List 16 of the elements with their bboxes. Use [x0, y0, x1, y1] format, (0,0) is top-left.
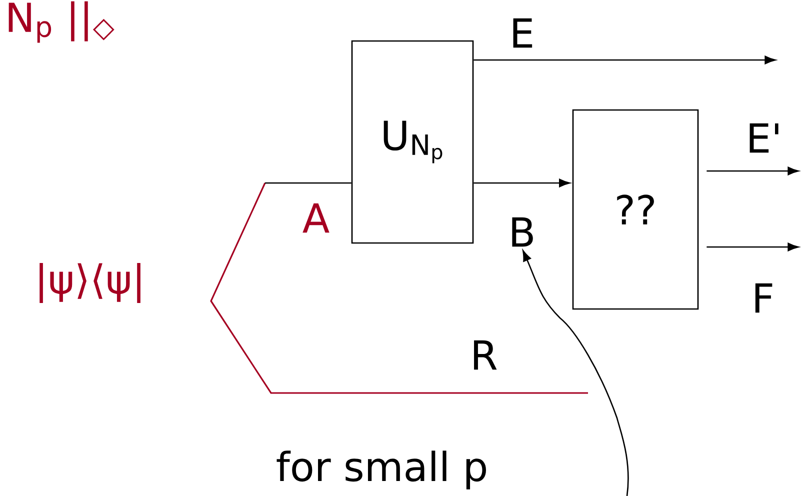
arrow — [706, 242, 799, 252]
formula-label: N$_{p}$ ||$_{◇}$ — [8, 1, 114, 43]
wire-label: R — [474, 340, 497, 370]
arrow — [474, 178, 570, 188]
edge-label: E — [513, 18, 532, 48]
arrow — [522, 250, 629, 496]
edge-label: F — [755, 283, 772, 313]
state-label: |ψ⟩⟨ψ| — [40, 263, 140, 303]
process-box: ?? — [572, 109, 699, 310]
port-label: A — [302, 203, 330, 233]
arrow — [706, 166, 799, 176]
process-box: $\mathsf{U}_{\mathsf{N}_{\mathsf{p}}}$ — [351, 40, 474, 244]
arrow — [474, 56, 776, 64]
edge-label: E' — [750, 123, 778, 153]
note-text: for small p — [276, 450, 486, 490]
wire-label: B — [512, 217, 533, 247]
